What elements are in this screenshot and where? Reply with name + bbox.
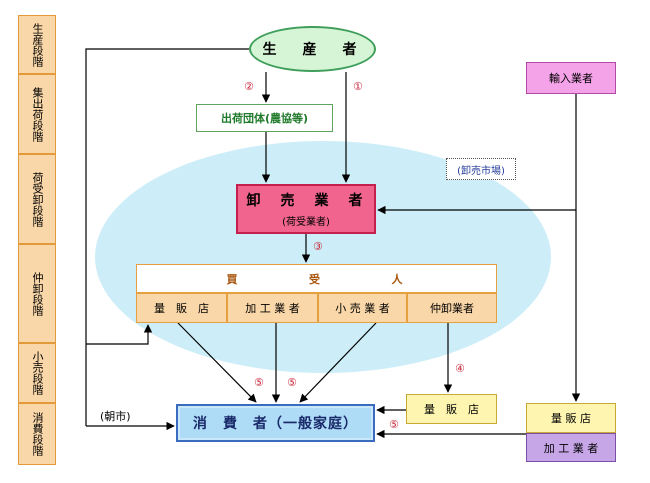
route-number-5: ⑤ [254,376,264,389]
buyer-retailer: 小 売 業 者 [318,293,407,323]
line-producer-bypass [85,48,249,426]
route-number-5: ⑤ [287,376,297,389]
market-tag: (卸売市場) [446,158,516,180]
route-number-4: ④ [455,362,465,375]
importer-label: 輸入業者 [549,72,593,85]
arrow-mass-retailer-to-consumer [177,322,257,403]
route-number-1: ① [353,80,363,93]
shipping-group-node: 出荷団体(農協等) [196,104,333,132]
stage-intermediate: 仲卸段階 [18,244,56,343]
mass-retailer-right-node: 量 販 店 [526,403,616,433]
market-label: (卸売市場) [457,165,505,177]
shipping-group-label: 出荷団体(農協等) [220,112,309,125]
consumer-label: 消 費 者（一般家庭） [193,416,358,432]
stage-collection: 集出荷段階 [18,74,56,154]
producer-label: 生 産 者 [262,42,363,58]
arrow-bypass-to-mass-retailer [86,324,153,345]
stage-consumption: 消費段階 [18,403,56,465]
wholesaler-sub-label: (荷受業者) [282,217,330,228]
consumer-node: 消 費 者（一般家庭） [176,404,375,442]
buyer-mass-retailer: 量 販 店 [136,293,227,323]
mass-retailer-mid-node: 量 販 店 [406,394,497,424]
arrow-retailer-to-consumer [299,322,377,403]
buyer-intermediate-wholesaler: 仲卸業者 [407,293,497,323]
producer-node: 生 産 者 [249,26,376,72]
buyers-char: 買 [226,272,242,286]
buyers-header: 買 受 人 [136,264,497,293]
stage-production: 生産段階 [18,15,56,74]
buyers-char: 受 [309,272,324,286]
wholesaler-label: 卸 売 業 者 [246,193,366,209]
stage-retail: 小売段階 [18,343,56,403]
route-number-5: ⑤ [389,418,399,431]
route-number-2: ② [244,80,254,93]
route-number-3: ③ [313,240,323,253]
morning-market-label: (朝市) [100,410,131,423]
buyer-processor: 加 工 業 者 [227,293,318,323]
importer-node: 輸入業者 [526,62,616,94]
processor-right-node: 加 工 業 者 [526,433,616,462]
buyers-char: 人 [391,272,407,286]
stage-wholesale: 荷受卸段階 [18,154,56,244]
wholesaler-node: 卸 売 業 者 (荷受業者) [236,184,376,234]
